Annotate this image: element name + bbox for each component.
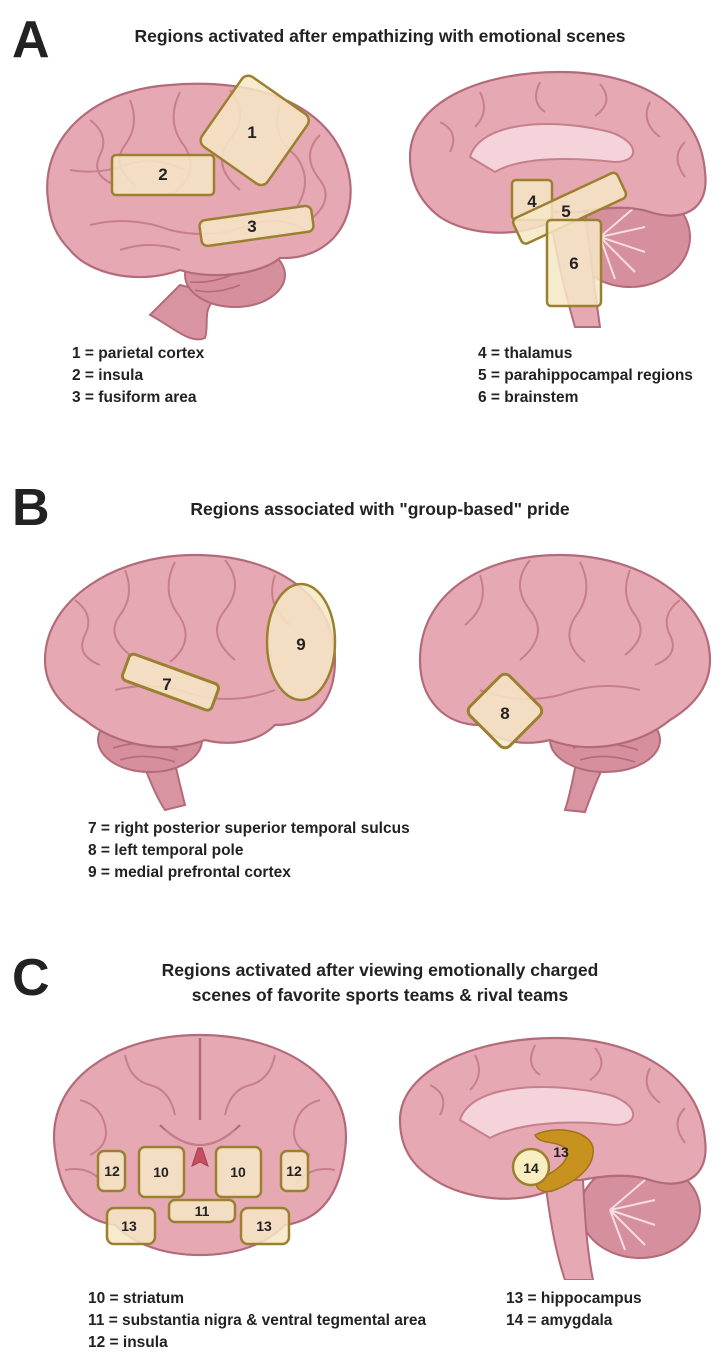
legend-b: 7 = right posterior superior temporal su… bbox=[88, 818, 410, 884]
brain-coronal-c: 12 10 10 12 11 13 13 bbox=[35, 1030, 365, 1265]
legend-item: 11 = substantia nigra & ventral tegmenta… bbox=[88, 1310, 426, 1332]
legend-a-left: 1 = parietal cortex 2 = insula 3 = fusif… bbox=[72, 343, 204, 409]
region-7-label: 7 bbox=[162, 675, 171, 694]
region-8-label: 8 bbox=[500, 704, 509, 723]
panel-letter-b: B bbox=[12, 482, 50, 534]
legend-item: 12 = insula bbox=[88, 1332, 426, 1354]
region-13-label: 13 bbox=[256, 1218, 272, 1234]
brain-lateral-b-left: 9 7 bbox=[35, 540, 355, 815]
region-10-left-box: 10 bbox=[139, 1147, 184, 1197]
region-10-label: 10 bbox=[230, 1164, 246, 1180]
panel-c-title-line1: Regions activated after viewing emotiona… bbox=[60, 958, 700, 983]
panel-c-title: Regions activated after viewing emotiona… bbox=[60, 958, 700, 1008]
panel-c-title-line2: scenes of favorite sports teams & rival … bbox=[60, 983, 700, 1008]
legend-item: 6 = brainstem bbox=[478, 387, 693, 409]
legend-c-right: 13 = hippocampus 14 = amygdala bbox=[506, 1288, 642, 1332]
region-1-label: 1 bbox=[247, 123, 256, 142]
legend-item: 13 = hippocampus bbox=[506, 1288, 642, 1310]
legend-item: 14 = amygdala bbox=[506, 1310, 642, 1332]
legend-c-left: 10 = striatum 11 = substantia nigra & ve… bbox=[88, 1288, 426, 1354]
region-14-circle: 14 bbox=[513, 1149, 549, 1185]
panel-a-title: Regions activated after empathizing with… bbox=[60, 24, 700, 49]
panel-b-title: Regions associated with "group-based" pr… bbox=[60, 497, 700, 522]
legend-a-right: 4 = thalamus 5 = parahippocampal regions… bbox=[478, 343, 693, 409]
region-13-right-box: 13 bbox=[241, 1208, 289, 1244]
legend-item: 9 = medial prefrontal cortex bbox=[88, 862, 410, 884]
legend-item: 4 = thalamus bbox=[478, 343, 693, 365]
region-11-box: 11 bbox=[169, 1200, 235, 1222]
region-2-label: 2 bbox=[158, 165, 167, 184]
region-9-ellipse: 9 bbox=[267, 584, 335, 700]
region-13-label: 13 bbox=[553, 1144, 569, 1160]
region-13-label: 13 bbox=[121, 1218, 137, 1234]
region-13-left-box: 13 bbox=[107, 1208, 155, 1244]
region-10-label: 10 bbox=[153, 1164, 169, 1180]
region-9-label: 9 bbox=[296, 635, 305, 654]
region-6-label: 6 bbox=[569, 254, 578, 273]
legend-item: 8 = left temporal pole bbox=[88, 840, 410, 862]
brain-medial-a: 4 5 6 bbox=[400, 62, 720, 337]
brain-sagittal-c: 13 14 bbox=[395, 1030, 720, 1280]
region-12-label: 12 bbox=[104, 1163, 120, 1179]
legend-item: 5 = parahippocampal regions bbox=[478, 365, 693, 387]
region-5-label: 5 bbox=[561, 202, 570, 221]
brain-lateral-b-right: 8 bbox=[405, 540, 720, 815]
cerebrum-shape bbox=[420, 555, 710, 747]
region-10-right-box: 10 bbox=[216, 1147, 261, 1197]
brain-lateral-a: 1 2 3 bbox=[30, 60, 370, 350]
panel-letter-c: C bbox=[12, 952, 50, 1004]
legend-item: 7 = right posterior superior temporal su… bbox=[88, 818, 410, 840]
region-6-box: 6 bbox=[547, 220, 601, 306]
region-11-label: 11 bbox=[195, 1203, 210, 1219]
panel-letter-a: A bbox=[12, 14, 50, 66]
region-14-label: 14 bbox=[523, 1160, 539, 1176]
region-2-box: 2 bbox=[112, 155, 214, 195]
region-12-left-box: 12 bbox=[98, 1151, 125, 1191]
legend-item: 10 = striatum bbox=[88, 1288, 426, 1310]
legend-item: 3 = fusiform area bbox=[72, 387, 204, 409]
region-12-right-box: 12 bbox=[281, 1151, 308, 1191]
legend-item: 1 = parietal cortex bbox=[72, 343, 204, 365]
region-3-label: 3 bbox=[247, 217, 256, 236]
region-12-label: 12 bbox=[286, 1163, 302, 1179]
legend-item: 2 = insula bbox=[72, 365, 204, 387]
